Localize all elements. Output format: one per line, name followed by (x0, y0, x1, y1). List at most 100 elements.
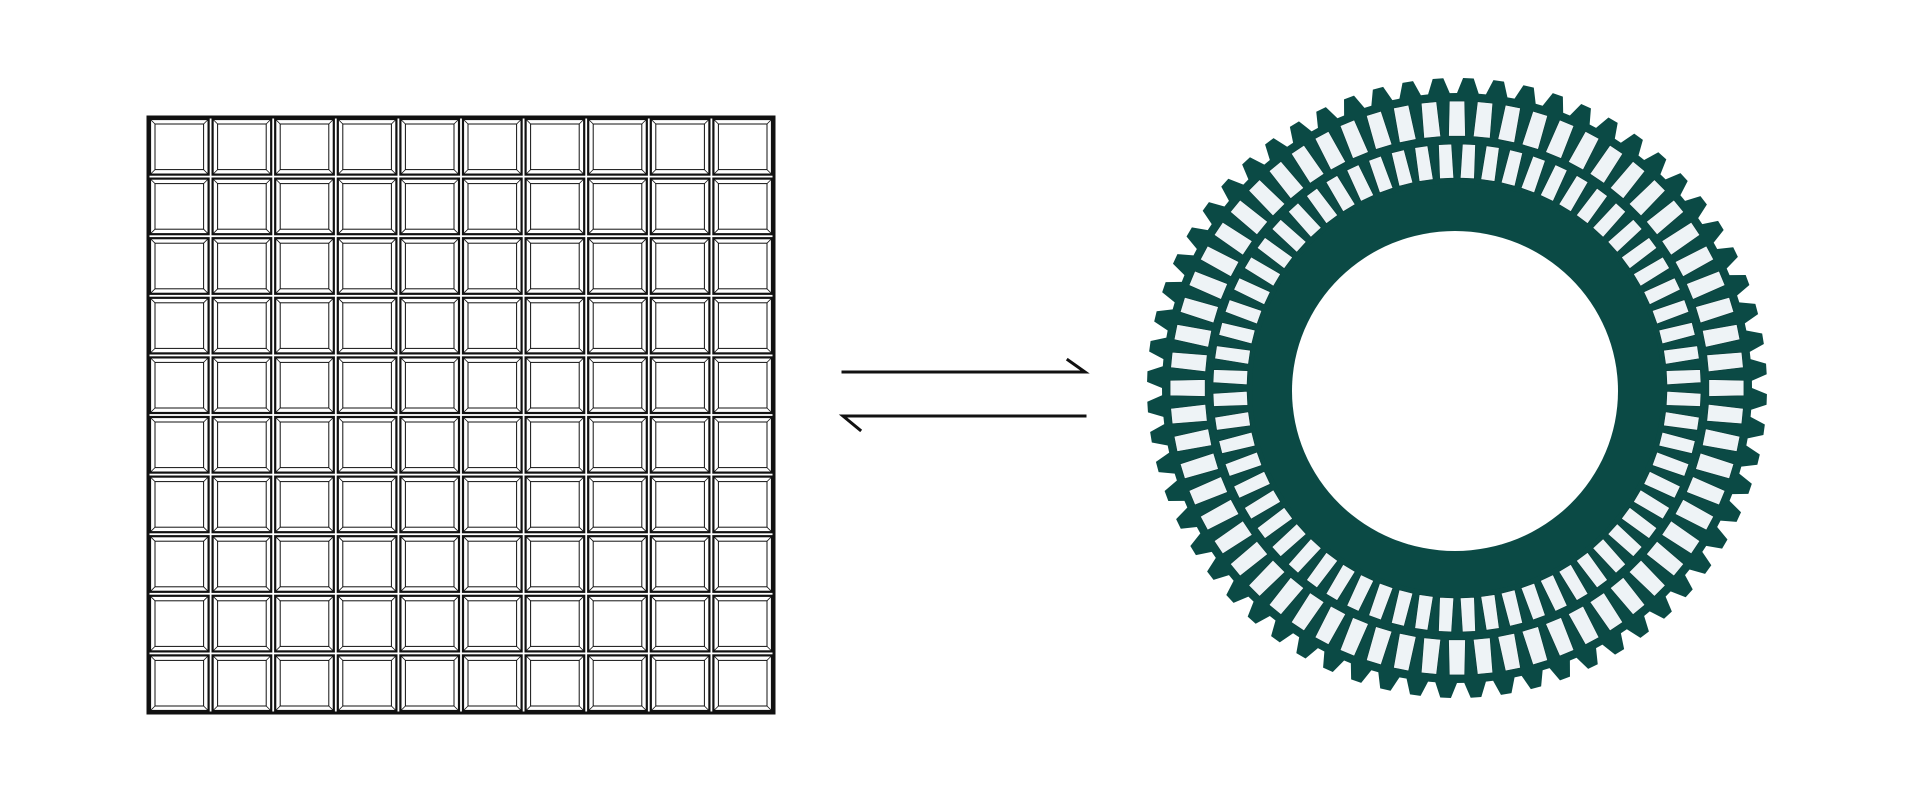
grid-cell (712, 237, 774, 295)
grid-cell (211, 594, 273, 653)
grid-cell (399, 654, 461, 713)
grid-cell (587, 594, 648, 653)
grid-cell (336, 475, 398, 534)
grid-cell (712, 356, 774, 415)
grid-cell (461, 117, 523, 176)
grid-cell (649, 535, 711, 593)
grid-cell (148, 237, 210, 295)
grid-cell (587, 177, 648, 236)
grid-cell (211, 117, 273, 176)
grid-cell (399, 415, 461, 474)
grid-cell (587, 415, 648, 474)
center-hole (1292, 231, 1618, 551)
grid-cell (649, 475, 711, 534)
grid-cell (148, 415, 210, 474)
grid-cell (336, 654, 398, 713)
grid-cell (587, 117, 648, 176)
grid-cell (274, 594, 335, 653)
grid-cell (274, 475, 335, 534)
grid-cell (148, 654, 210, 713)
grid-cell (649, 356, 711, 415)
grid-cell (649, 415, 711, 474)
grid-cell (399, 535, 461, 593)
grid-cell (211, 415, 273, 474)
grid-cell (274, 117, 335, 176)
grid-cell (587, 296, 648, 355)
grid-cell (524, 356, 586, 415)
grid-cell (211, 654, 273, 713)
grid-cell (649, 654, 711, 713)
grid-cell (211, 237, 273, 295)
grid-cell (274, 296, 335, 355)
grid-cell (274, 535, 335, 593)
grid-cell (461, 535, 523, 593)
grid-cell (274, 415, 335, 474)
grid-cell (399, 594, 461, 653)
grid-cell (461, 415, 523, 474)
grid-cell (587, 356, 648, 415)
grid-cell (148, 535, 210, 593)
grid-cell (524, 296, 586, 355)
grid-cell (461, 237, 523, 295)
spoke-separator-ring (1206, 137, 1708, 639)
grid-cell (587, 535, 648, 593)
grid-cell (524, 117, 586, 176)
grid-cell (649, 296, 711, 355)
grid-cell (712, 594, 774, 653)
grid-cell (148, 594, 210, 653)
square-grid-lattice (146, 115, 776, 715)
grid-cell (649, 117, 711, 176)
grid-cell (524, 535, 586, 593)
grid-cell (336, 296, 398, 355)
grid-cell (461, 356, 523, 415)
inner-spoke-ring (1212, 143, 1702, 633)
grid-cell (148, 177, 210, 236)
grid-cell (399, 237, 461, 295)
grid-cell (524, 415, 586, 474)
grid-cell (524, 654, 586, 713)
grid-cell (461, 296, 523, 355)
grid-cell (587, 237, 648, 295)
grid-cell (274, 177, 335, 236)
grid-cell (274, 237, 335, 295)
grid-cell (399, 177, 461, 236)
circular-gear-ring (1147, 78, 1767, 698)
grid-cell (712, 296, 774, 355)
grid-cell (274, 356, 335, 415)
grid-cell (461, 475, 523, 534)
grid-cell (399, 475, 461, 534)
grid-cell (587, 475, 648, 534)
grid-cell (461, 177, 523, 236)
grid-cell (274, 654, 335, 713)
grid-cell (712, 654, 774, 713)
grid-cell (148, 356, 210, 415)
grid-cell (399, 296, 461, 355)
grid-cell (649, 177, 711, 236)
grid-cell (211, 296, 273, 355)
forward-harpoon-arrow (841, 357, 1090, 374)
equilibrium-arrows (838, 357, 1090, 433)
grid-cell (461, 654, 523, 713)
grid-cell (649, 594, 711, 653)
grid-cell (524, 237, 586, 295)
grid-cell (524, 177, 586, 236)
grid-cell (712, 177, 774, 236)
grid-cell (399, 356, 461, 415)
grid-cell (712, 475, 774, 534)
grid-cell (524, 594, 586, 653)
grid-cell (461, 594, 523, 653)
grid-cell (211, 535, 273, 593)
grid-cell (336, 117, 398, 176)
grid-cell (712, 117, 774, 176)
grid-cell (211, 475, 273, 534)
grid-cell (336, 356, 398, 415)
grid-cell (211, 177, 273, 236)
grid-cell (148, 117, 210, 176)
grid-cell (336, 415, 398, 474)
grid-cell (649, 237, 711, 295)
grid-cell (399, 117, 461, 176)
grid-outer-border (146, 115, 776, 715)
grid-cell (587, 654, 648, 713)
grid-cell (336, 237, 398, 295)
grid-cell (712, 535, 774, 593)
